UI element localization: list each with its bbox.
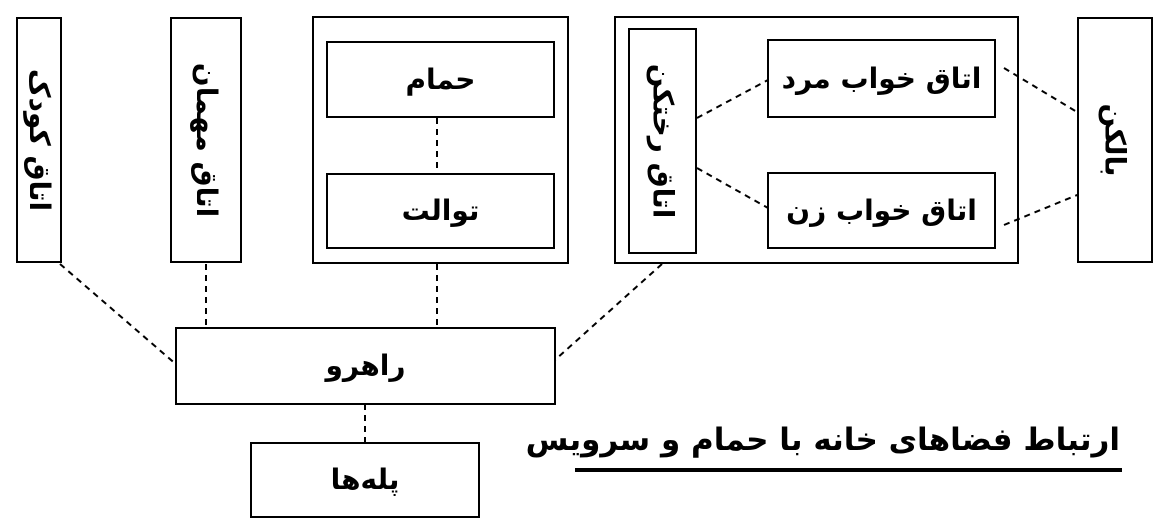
dressing-room-label: اتاق رختکن [646,63,680,219]
link-kids-room-hallway [59,263,179,367]
kids-room-node: اتاق کودک [16,17,62,263]
kids-room-label: اتاق کودک [23,68,57,212]
bath-service-group [312,16,569,264]
link-dressing-bedroom-man [696,79,769,119]
caption-underline [575,468,1122,472]
balcony-label: بالکن [1099,103,1132,177]
link-dressing-bedroom-woman [696,167,769,209]
guest-room-label: اتاق مهمان [190,62,224,218]
hallway-label: راهرو [325,349,406,382]
bedroom-woman-label: اتاق خواب زن [786,193,977,227]
hallway-node: راهرو [175,327,556,405]
toilet-label: توالت [401,194,480,227]
diagram-caption: ارتباط فضاهای خانه با حمام و سرویس [525,422,1120,458]
bedroom-woman-node: اتاق خواب زن [767,172,996,249]
balcony-node: بالکن [1077,17,1153,263]
stairs-node: پله‌ها [250,442,480,518]
bedroom-man-node: اتاق خواب مرد [767,39,996,118]
link-bedroom-group-hallway [554,263,663,361]
bath-node: حمام [326,41,555,118]
bedroom-group [614,16,1019,264]
bedroom-man-label: اتاق خواب مرد [781,61,982,95]
stairs-label: پله‌ها [330,463,400,496]
bath-label: حمام [405,62,476,96]
dressing-room-node: اتاق رختکن [628,28,697,254]
toilet-node: توالت [326,173,555,249]
guest-room-node: اتاق مهمان [170,17,242,263]
